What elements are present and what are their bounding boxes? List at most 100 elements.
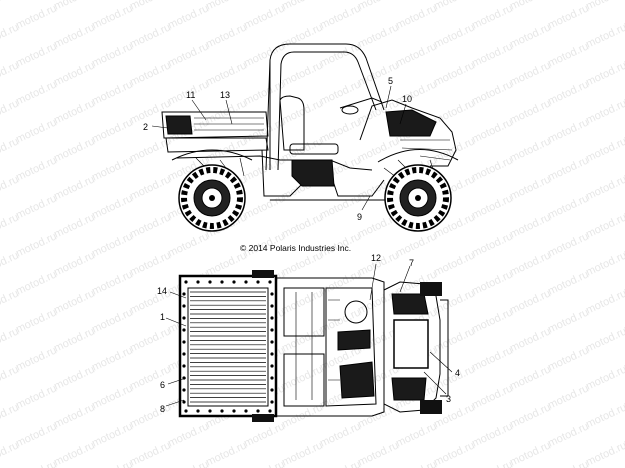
watermark-text: motod.ru xyxy=(470,78,514,107)
watermark-text: motod.ru xyxy=(546,154,590,183)
watermark-text: motod.ru xyxy=(90,268,134,297)
watermark-text: motod.ru xyxy=(508,173,552,202)
watermark-text: motod.ru xyxy=(90,2,134,31)
watermark-text: motod.ru xyxy=(52,249,96,278)
callout-2: 2 xyxy=(143,122,148,132)
tiedown-stud xyxy=(232,280,236,284)
watermark-text: motod.ru xyxy=(128,363,172,392)
tiedown-stud xyxy=(270,304,274,308)
tiedown-stud xyxy=(244,280,248,284)
tiedown-stud xyxy=(182,340,186,344)
watermark-text: motod.ru xyxy=(470,420,514,449)
watermark-text: motod.ru xyxy=(280,439,324,468)
tiedown-stud xyxy=(196,280,200,284)
watermark-text: motod.ru xyxy=(280,59,324,88)
watermark-text: motod.ru xyxy=(0,325,21,354)
watermark-text: motod.ru xyxy=(470,40,514,69)
watermark-text: motod.ru xyxy=(470,382,514,411)
watermark-text: motod.ru xyxy=(128,173,172,202)
watermark-text: motod.ru xyxy=(508,211,552,240)
tiedown-stud xyxy=(196,409,200,413)
tiedown-stud xyxy=(182,328,186,332)
watermark-text: motod.ru xyxy=(318,268,362,297)
watermark-text: motod.ru xyxy=(394,230,438,259)
watermark-text: motod.ru xyxy=(52,173,96,202)
watermark-text: motod.ru xyxy=(52,0,96,13)
watermark-text: motod.ru xyxy=(584,287,625,316)
watermark-text: motod.ru xyxy=(394,458,438,468)
tiedown-stud xyxy=(184,280,188,284)
watermark-text: motod.ru xyxy=(318,2,362,31)
watermark-text: motod.ru xyxy=(584,211,625,240)
watermark-text: motod.ru xyxy=(90,344,134,373)
watermark-text: motod.ru xyxy=(242,2,286,31)
watermark-text: motod.ru xyxy=(0,97,21,126)
tiedown-stud xyxy=(270,328,274,332)
watermark-text: motod.ru xyxy=(470,344,514,373)
callout-6: 6 xyxy=(160,380,165,390)
watermark-text: motod.ru xyxy=(356,439,400,468)
watermark-text: motod.ru xyxy=(280,211,324,240)
watermark-text: motod.ru xyxy=(318,420,362,449)
watermark-text: motod.ru xyxy=(280,325,324,354)
watermark-text: motod.ru xyxy=(432,97,476,126)
watermark-text: motod.ru xyxy=(584,97,625,126)
side-view-vehicle xyxy=(161,43,459,232)
watermark-text: motod.ru xyxy=(432,21,476,50)
watermark-text: motod.ru xyxy=(584,363,625,392)
watermark-text: motod.ru xyxy=(432,59,476,88)
tiedown-stud xyxy=(270,316,274,320)
watermark-text: motod.ru xyxy=(508,363,552,392)
watermark-text: motod.ru xyxy=(280,287,324,316)
watermark-text: motod.ru xyxy=(90,306,134,335)
watermark-text: motod.ru xyxy=(318,192,362,221)
watermark-text: motod.ru xyxy=(128,249,172,278)
watermark-text: motod.ru xyxy=(546,78,590,107)
watermark-text: motod.ru xyxy=(14,230,58,259)
watermark-text: motod.ru xyxy=(14,458,58,468)
tiedown-stud xyxy=(256,409,260,413)
watermark-text: motod.ru xyxy=(0,135,21,164)
tiedown-stud xyxy=(270,388,274,392)
watermark-text: motod.ru xyxy=(0,287,21,316)
watermark-text: motod.ru xyxy=(470,154,514,183)
watermark-text: motod.ru xyxy=(508,401,552,430)
watermark-text: motod.ru xyxy=(394,2,438,31)
watermark-text: motod.ru xyxy=(128,21,172,50)
watermark-text: motod.ru xyxy=(0,363,21,392)
watermark-text: motod.ru xyxy=(14,78,58,107)
watermark-text: motod.ru xyxy=(14,154,58,183)
tiedown-stud xyxy=(220,280,224,284)
tiedown-stud xyxy=(270,364,274,368)
watermark-text: motod.ru xyxy=(470,116,514,145)
watermark-text: motod.ru xyxy=(508,249,552,278)
watermark-text: motod.ru xyxy=(432,249,476,278)
watermark-text: motod.ru xyxy=(90,192,134,221)
watermark-text: motod.ru xyxy=(204,0,248,13)
watermark-text: motod.ru xyxy=(0,0,21,13)
watermark-text: motod.ru xyxy=(318,458,362,468)
tiedown-stud xyxy=(270,292,274,296)
watermark-text: motod.ru xyxy=(508,0,552,13)
watermark-text: motod.ru xyxy=(204,249,248,278)
watermark-text: motod.ru xyxy=(546,458,590,468)
watermark-text: motod.ru xyxy=(280,0,324,13)
tiedown-stud xyxy=(268,280,272,284)
tiedown-stud xyxy=(182,292,186,296)
watermark-text: motod.ru xyxy=(0,173,21,202)
watermark-text: motod.ru xyxy=(546,116,590,145)
watermark-text: motod.ru xyxy=(52,325,96,354)
watermark-text: motod.ru xyxy=(52,21,96,50)
watermark-text: motod.ru xyxy=(356,0,400,13)
watermark-text: motod.ru xyxy=(0,211,21,240)
watermark-text: motod.ru xyxy=(508,135,552,164)
watermark-text: motod.ru xyxy=(508,325,552,354)
watermark-text: motod.ru xyxy=(280,363,324,392)
tiedown-stud xyxy=(268,409,272,413)
watermark-text: motod.ru xyxy=(14,344,58,373)
watermark-text: motod.ru xyxy=(52,211,96,240)
watermark-text: motod.ru xyxy=(394,420,438,449)
copyright-notice: © 2014 Polaris Industries Inc. xyxy=(240,243,351,253)
watermark-text: motod.ru xyxy=(52,135,96,164)
